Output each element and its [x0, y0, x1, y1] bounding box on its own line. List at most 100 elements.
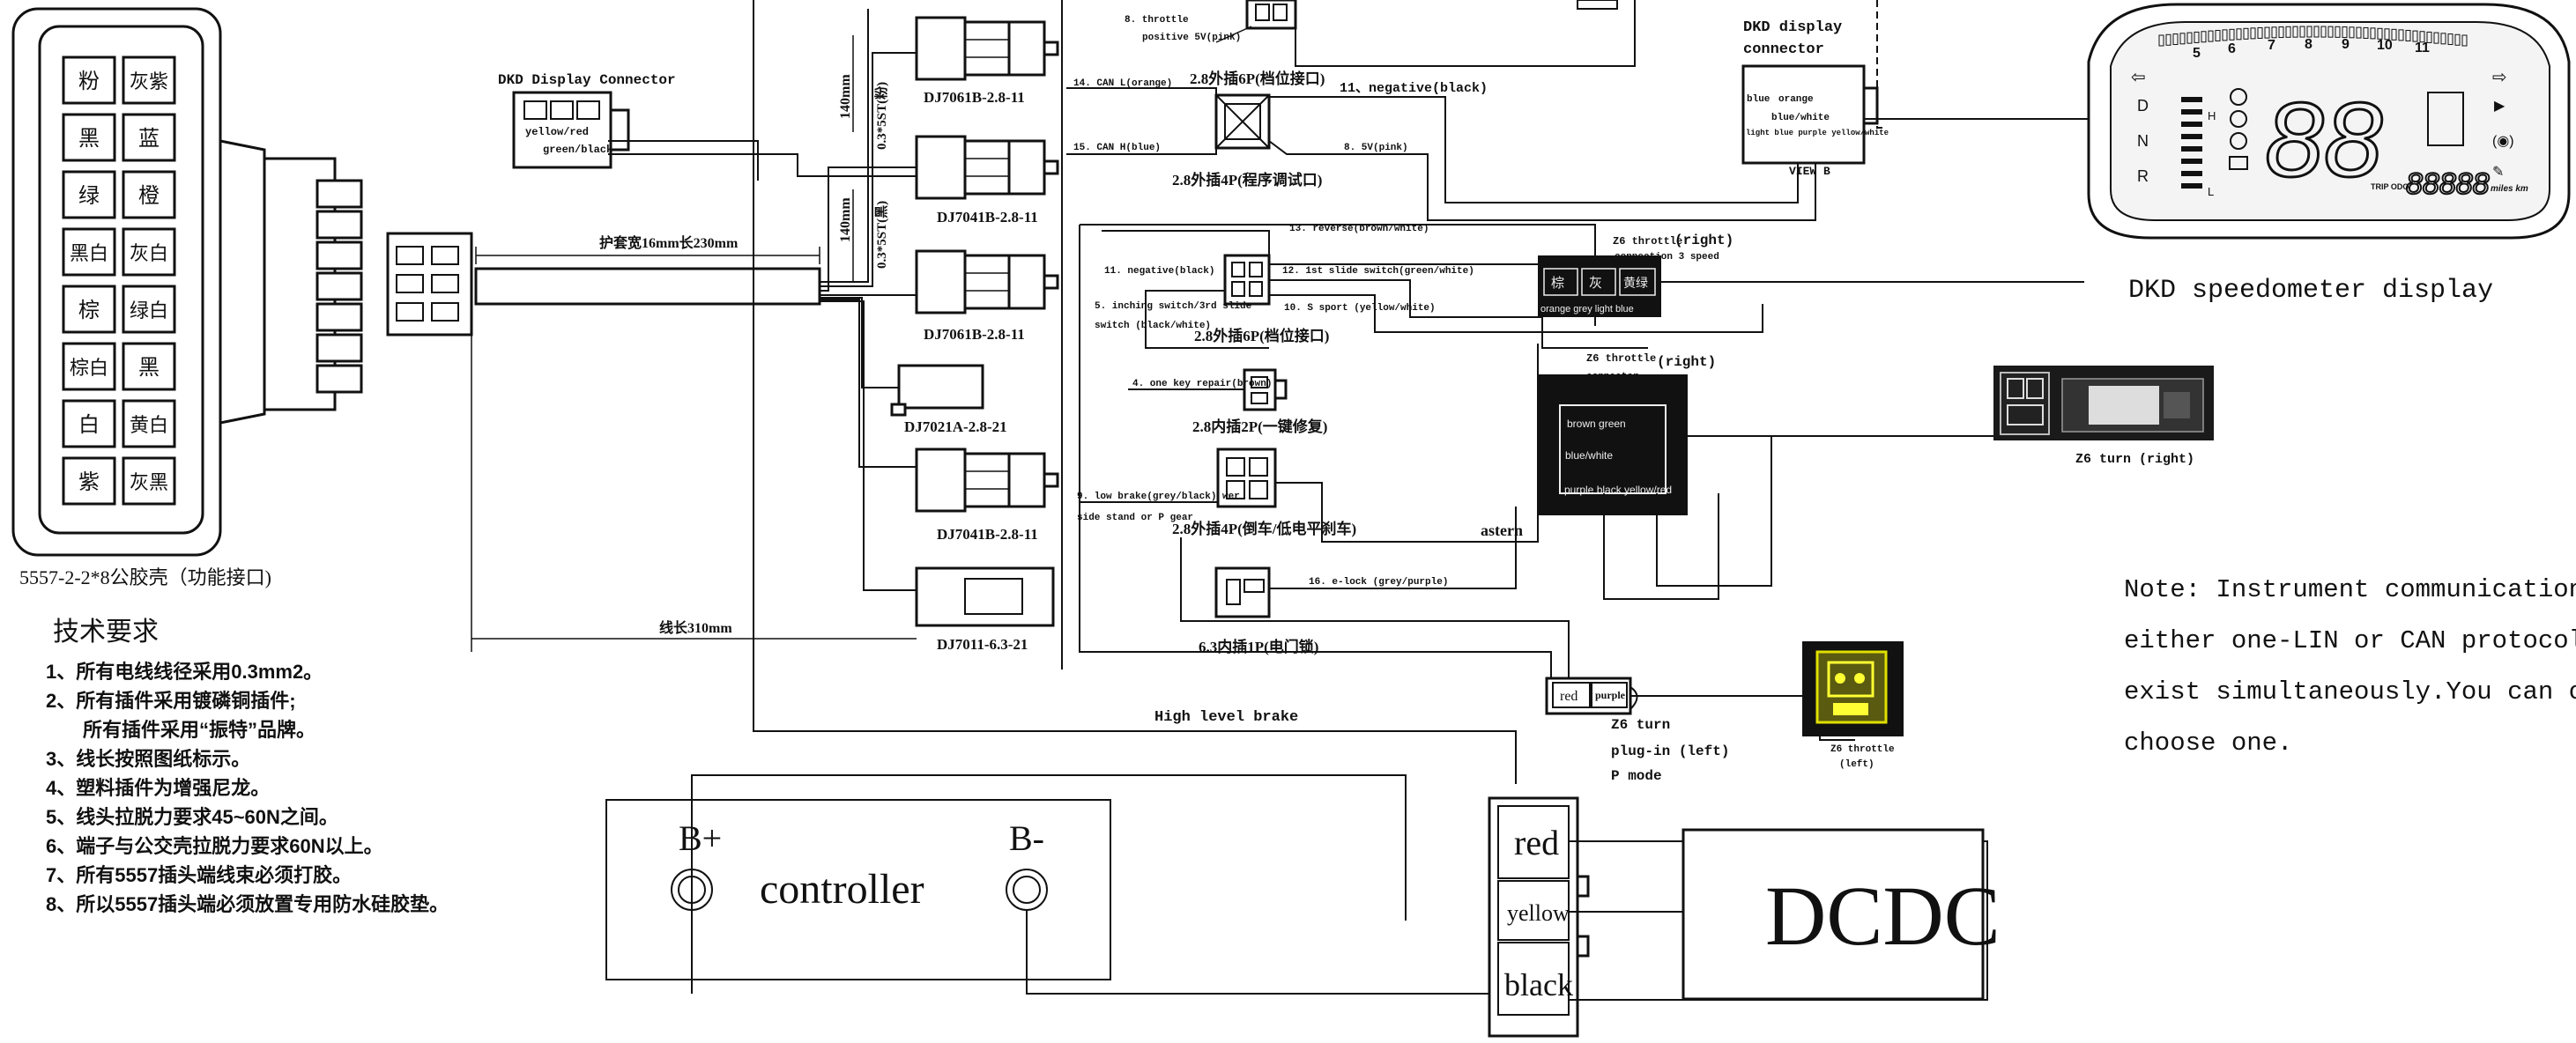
connector-housing-body [963, 20, 1011, 77]
pin-cell-label: 灰紫 [130, 70, 168, 92]
dkd-right-w1: blue [1747, 94, 1771, 105]
z6-conn-w3: purple black yellow/red [1564, 484, 1672, 496]
dkd-small-wire2: green/black [543, 144, 612, 156]
header-1p-elock: 6.3内插1P(电门锁) [1199, 638, 1318, 655]
pin-grid: 粉灰紫黑蓝绿橙黑白灰白棕绿白棕白黑白黄白紫灰黑 [62, 55, 176, 506]
pin-5-label: 5. inching switch/3rd slide [1095, 301, 1252, 312]
indicator-icon [2230, 88, 2247, 106]
z6-speed-title1: Z6 throttle [1613, 235, 1682, 248]
indicator-icon [2230, 110, 2247, 128]
pin-13-label: 13. reverse(brown/white) [1289, 224, 1429, 234]
pin-8b-label: positive 5V(pink) [1142, 33, 1241, 43]
pin-cell [122, 227, 176, 277]
tech-item: 2、所有插件采用镀磷铜插件; [46, 690, 296, 712]
speedo-arc-segment [2271, 26, 2277, 39]
dcdc-box [1681, 828, 1985, 1001]
speedo-arc-segment [2179, 33, 2186, 45]
speedo-arc-segment [2292, 26, 2298, 38]
dkd-display-connector-small: DKD Display Connector yellow/red green/b… [498, 72, 917, 181]
speedometer-caption: DKD speedometer display [2128, 276, 2493, 306]
speedo-arc-segment [2335, 26, 2341, 38]
speedo-arc-segment [2377, 27, 2383, 40]
z6-turn-left-t1: Z6 turn [1611, 717, 1670, 733]
header-6p-gear-2: 2.8外插6P(档位接口) [1194, 327, 1329, 344]
pin-cell [62, 399, 116, 448]
tech-title: 技术要求 [53, 618, 159, 647]
len-140b: 140mm [838, 197, 853, 242]
pin-10-label: 10. S sport (yellow/white) [1284, 303, 1436, 314]
dkd-right-w4: light blue purple yellow/white [1746, 129, 1889, 137]
pin-cell [62, 456, 116, 506]
speedo-arc-segment [2461, 34, 2468, 47]
tech-item: 5、线头拉脱力要求45~60N之间。 [46, 806, 338, 828]
pin-cell-label: 橙 [138, 184, 160, 208]
connector-housing-tip [1043, 472, 1059, 488]
gear-n: N [2137, 132, 2149, 150]
pin-cell [122, 285, 176, 334]
header-2p-repair: 2.8内插2P(一键修复) [1192, 418, 1327, 435]
dkd-connector-title: DKD Display Connector [498, 72, 676, 88]
connector-label: DJ7061B-2.8-11 [924, 326, 1025, 343]
tech-item: 8、所以5557插头端必须放置专用防水硅胶垫。 [46, 893, 449, 915]
speedo-arc-segment [2236, 28, 2242, 41]
dkd-right-w2: orange [1778, 94, 1814, 105]
speedo-arc-segment [2172, 33, 2179, 46]
connector-housing-body [963, 254, 1011, 310]
pin-cell-label: 绿白 [130, 300, 168, 322]
speedo-arc-segment [2194, 31, 2200, 43]
pin-12-label: 12. 1st slide switch(green/white) [1282, 266, 1474, 277]
wrench-icon: ✎ [2492, 165, 2504, 180]
speedo-tick: 10 [2377, 38, 2393, 53]
b-minus-label: B- [1009, 818, 1044, 858]
unit-label: miles km [2491, 184, 2528, 194]
speedo-arc-segment [2257, 26, 2263, 39]
connector-neck [219, 139, 266, 425]
pin-cell-label: 灰白 [130, 242, 168, 264]
z6-throttle-3speed: Z6 throttle (right) connection 3 speed 棕… [1538, 233, 2084, 317]
z6-turn-right-label: Z6 turn (right) [2075, 452, 2194, 467]
speedo-arc-segment [2342, 26, 2348, 39]
connector-label: DJ7061B-2.8-11 [924, 89, 1025, 106]
connector-housing [897, 364, 984, 410]
tech-item: 1、所有电线线径采用0.3mm2。 [46, 661, 323, 683]
speedo-arc-segment [2370, 27, 2376, 40]
speedo-arc-segment [2222, 29, 2228, 41]
connector-housing-tail [1007, 20, 1046, 77]
note-line: choose one. [2124, 729, 2292, 758]
gear-d: D [2137, 97, 2149, 115]
pin-cell [62, 113, 116, 162]
speedo-arc-segment [2165, 33, 2171, 46]
left-arrow-icon: ⇦ [2131, 68, 2146, 87]
pin-cell [122, 113, 176, 162]
connector-housing [915, 16, 967, 81]
speedo-arc-segment [2208, 30, 2214, 42]
pin-cell-label: 黑 [78, 128, 100, 151]
z6-conn-title2: (right) [1657, 354, 1716, 370]
level-l: L [2208, 185, 2214, 198]
pin-cell [62, 285, 116, 334]
sleeve-label: 护套宽16mm长230mm [599, 234, 739, 251]
speedo-arc-segment [2320, 26, 2327, 38]
pin-cell [122, 170, 176, 219]
length-310-label: 线长310mm [659, 619, 732, 636]
tech-item: 6、端子与公交壳拉脱力要求60N以上。 [46, 835, 383, 857]
z6-speed-title2: (right) [1674, 233, 1733, 248]
pin-11b-label: 11. negative(black) [1104, 266, 1214, 277]
speedo-arc-segment [2384, 28, 2390, 41]
pin-cell-label: 黄白 [130, 414, 168, 436]
dkd-right-title1: DKD display [1743, 19, 1842, 36]
speedo-tick: 8 [2305, 37, 2312, 52]
z6-turn-right-image [1993, 366, 2214, 440]
dkd-display-connector-right: DKD display connector blue orange blue/w… [1741, 0, 2093, 178]
dkd-right-title2: connector [1743, 41, 1824, 58]
pin-cell-label: 棕 [78, 299, 100, 322]
speedo-arc-segment [2454, 33, 2461, 46]
connector-housing-tip [1043, 41, 1059, 56]
z6-throttle-connector: Z6 throttle (right) connector brown gree… [1538, 352, 1996, 600]
astern-label: astern [1481, 522, 1523, 539]
z6-conn-w1: brown green [1567, 418, 1626, 430]
speedo-arc-segment [2349, 26, 2355, 39]
speedo-arc-segment [2264, 26, 2270, 39]
pin-11a-label: 11、negative(black) [1340, 81, 1488, 96]
